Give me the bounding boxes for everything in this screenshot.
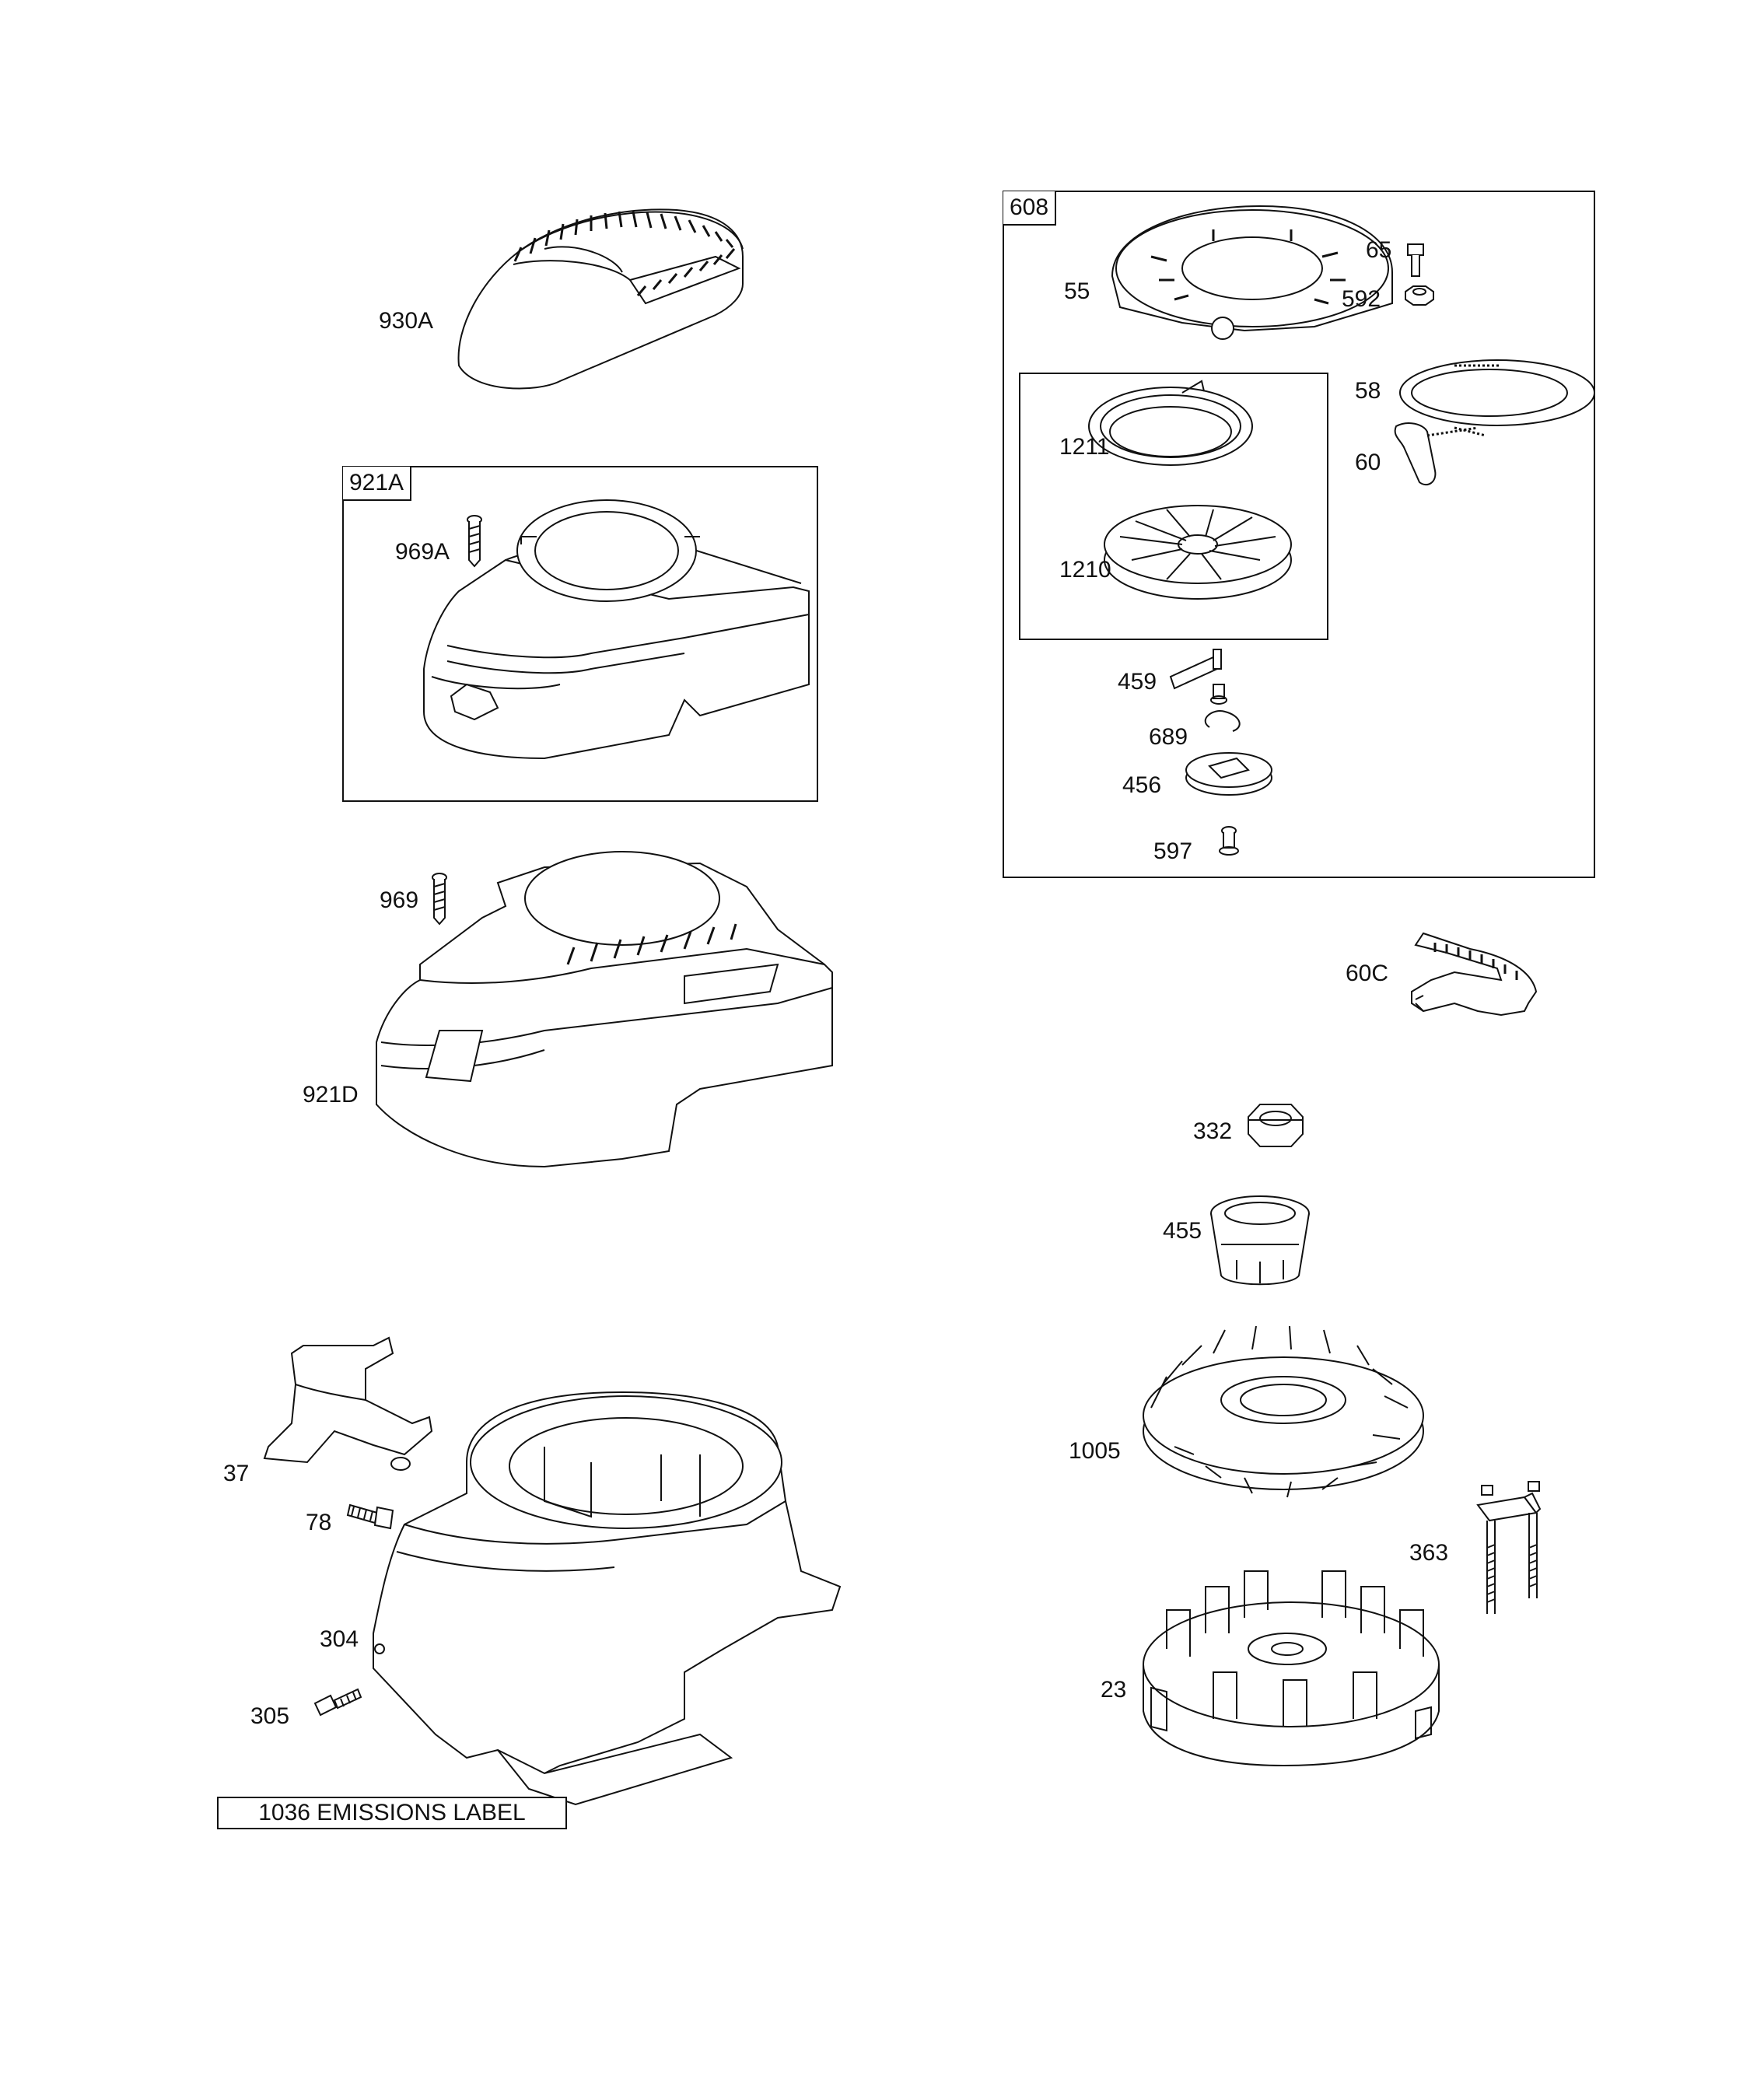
part-459-dog: [1171, 649, 1227, 704]
callout-1211: 1211: [1059, 434, 1110, 460]
callout-37: 37: [223, 1461, 250, 1486]
callout-1005: 1005: [1069, 1438, 1121, 1464]
part-58-rope: [1400, 360, 1594, 425]
part-305-screw: [315, 1689, 361, 1715]
part-1210-pulley: [1104, 506, 1291, 599]
part-930A-shroud: [459, 209, 743, 388]
part-456-retainer: [1186, 753, 1272, 795]
callout-65: 65: [1366, 237, 1392, 263]
part-60-handle: [1395, 423, 1486, 485]
part-23-flywheel: [1143, 1571, 1439, 1766]
callout-78: 78: [306, 1510, 332, 1535]
part-304-housing: [373, 1392, 840, 1804]
box-label-608: 608: [1003, 191, 1057, 226]
callout-969A: 969A: [395, 539, 450, 565]
part-455-cup: [1211, 1196, 1309, 1284]
callout-459: 459: [1118, 669, 1157, 695]
part-969-screw: [432, 873, 446, 924]
part-597-screw: [1220, 827, 1238, 855]
callout-58: 58: [1355, 378, 1381, 404]
callout-921D: 921D: [303, 1082, 359, 1108]
callout-305: 305: [250, 1703, 290, 1729]
callout-597: 597: [1153, 838, 1193, 864]
callout-1210: 1210: [1059, 557, 1111, 583]
part-1211-spring: [1089, 381, 1252, 465]
part-921D-housing: [376, 852, 832, 1167]
emissions-label-box: 1036 EMISSIONS LABEL: [217, 1797, 567, 1829]
callout-592: 592: [1342, 286, 1381, 312]
part-55-starter-housing: [1112, 206, 1392, 339]
box-1210-1211: [1020, 373, 1328, 639]
callout-456: 456: [1122, 772, 1162, 798]
box-label-921A: 921A: [343, 467, 412, 501]
callout-455: 455: [1163, 1218, 1202, 1244]
callout-60C: 60C: [1346, 961, 1389, 986]
box-608: [1003, 191, 1594, 877]
callout-60: 60: [1355, 450, 1381, 475]
callout-689: 689: [1149, 724, 1188, 750]
part-592-nut: [1405, 286, 1433, 305]
part-37-baffle: [264, 1338, 432, 1470]
box-921A: [343, 467, 817, 801]
callout-304: 304: [320, 1626, 359, 1652]
callout-363: 363: [1409, 1540, 1449, 1566]
callout-55: 55: [1064, 278, 1090, 304]
part-65-screw: [1408, 244, 1423, 276]
part-969A-screw: [467, 516, 481, 566]
part-363-bracket: [1478, 1482, 1540, 1614]
callout-969: 969: [380, 887, 419, 913]
part-689-ring: [1206, 711, 1240, 731]
part-332-nut: [1248, 1104, 1303, 1146]
part-60C-handle: [1412, 933, 1536, 1015]
part-78-screw: [348, 1505, 393, 1528]
part-1005-fan: [1143, 1326, 1423, 1497]
part-921A-housing: [424, 500, 809, 758]
callout-332: 332: [1193, 1118, 1233, 1144]
callout-23: 23: [1101, 1677, 1127, 1703]
callout-930A: 930A: [379, 308, 434, 334]
